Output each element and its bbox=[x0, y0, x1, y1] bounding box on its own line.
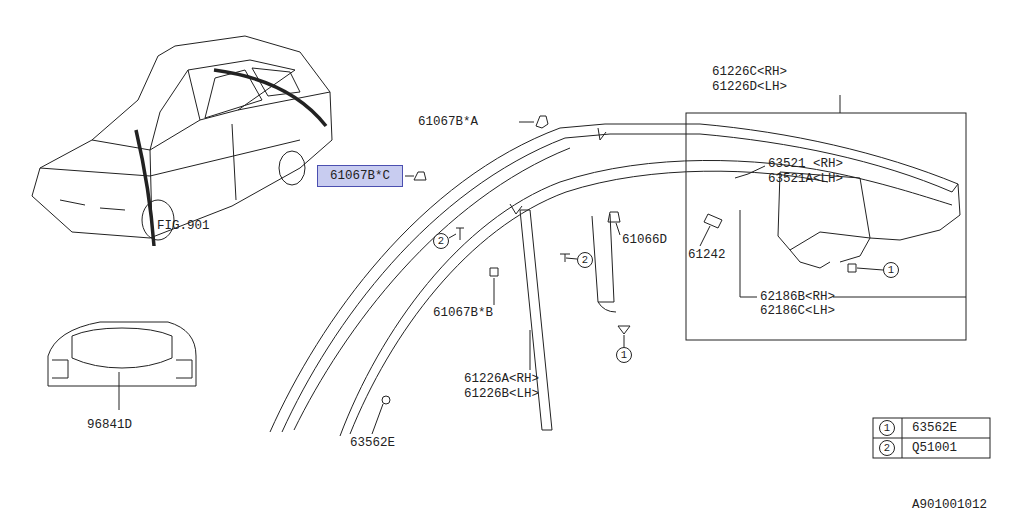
trim-parts bbox=[270, 124, 960, 436]
part-number: 61067B*B bbox=[433, 306, 493, 320]
figure-code: A901001012 bbox=[912, 498, 987, 512]
part-number: Q51001 bbox=[912, 441, 957, 455]
fasteners bbox=[382, 116, 856, 404]
headliner-sketch bbox=[48, 322, 196, 410]
node-text: 2 bbox=[884, 442, 890, 454]
part-number: 63562E bbox=[350, 436, 395, 450]
part-number: 96841D bbox=[87, 418, 132, 432]
callout-number: 2 bbox=[879, 440, 895, 456]
part-number: 61066D bbox=[622, 233, 667, 247]
part-number: 62186B<RH> bbox=[760, 290, 835, 304]
node-text: 2 bbox=[582, 254, 588, 266]
part-number: 61226C<RH> bbox=[712, 65, 787, 79]
part-number: 61226A<RH> bbox=[464, 372, 539, 386]
leader-lines bbox=[372, 95, 966, 434]
callout-number: 2 bbox=[433, 233, 449, 249]
callout-number: 1 bbox=[616, 347, 632, 363]
car-sketch bbox=[32, 36, 332, 246]
node-text: 2 bbox=[438, 235, 444, 247]
callout-table bbox=[873, 418, 990, 458]
callout-number: 1 bbox=[879, 420, 895, 436]
part-number: 63521A<LH> bbox=[768, 172, 843, 186]
highlighted-part-number: 61067B*C bbox=[317, 165, 403, 187]
part-number: 61226B<LH> bbox=[464, 387, 539, 401]
part-number: 63521 <RH> bbox=[768, 157, 843, 171]
part-number: 61226D<LH> bbox=[712, 80, 787, 94]
node-text: 61067B*C bbox=[330, 169, 390, 183]
callout-number: 1 bbox=[883, 262, 899, 278]
part-number: 63562E bbox=[912, 421, 957, 435]
part-number: 62186C<LH> bbox=[760, 304, 835, 318]
part-number: FIG.901 bbox=[157, 219, 210, 233]
node-text: 1 bbox=[888, 264, 894, 276]
part-number: 61067B*A bbox=[418, 115, 478, 129]
part-number: 61242 bbox=[688, 248, 726, 262]
node-text: 1 bbox=[621, 349, 627, 361]
node-text: 1 bbox=[884, 422, 890, 434]
callout-number: 2 bbox=[577, 252, 593, 268]
